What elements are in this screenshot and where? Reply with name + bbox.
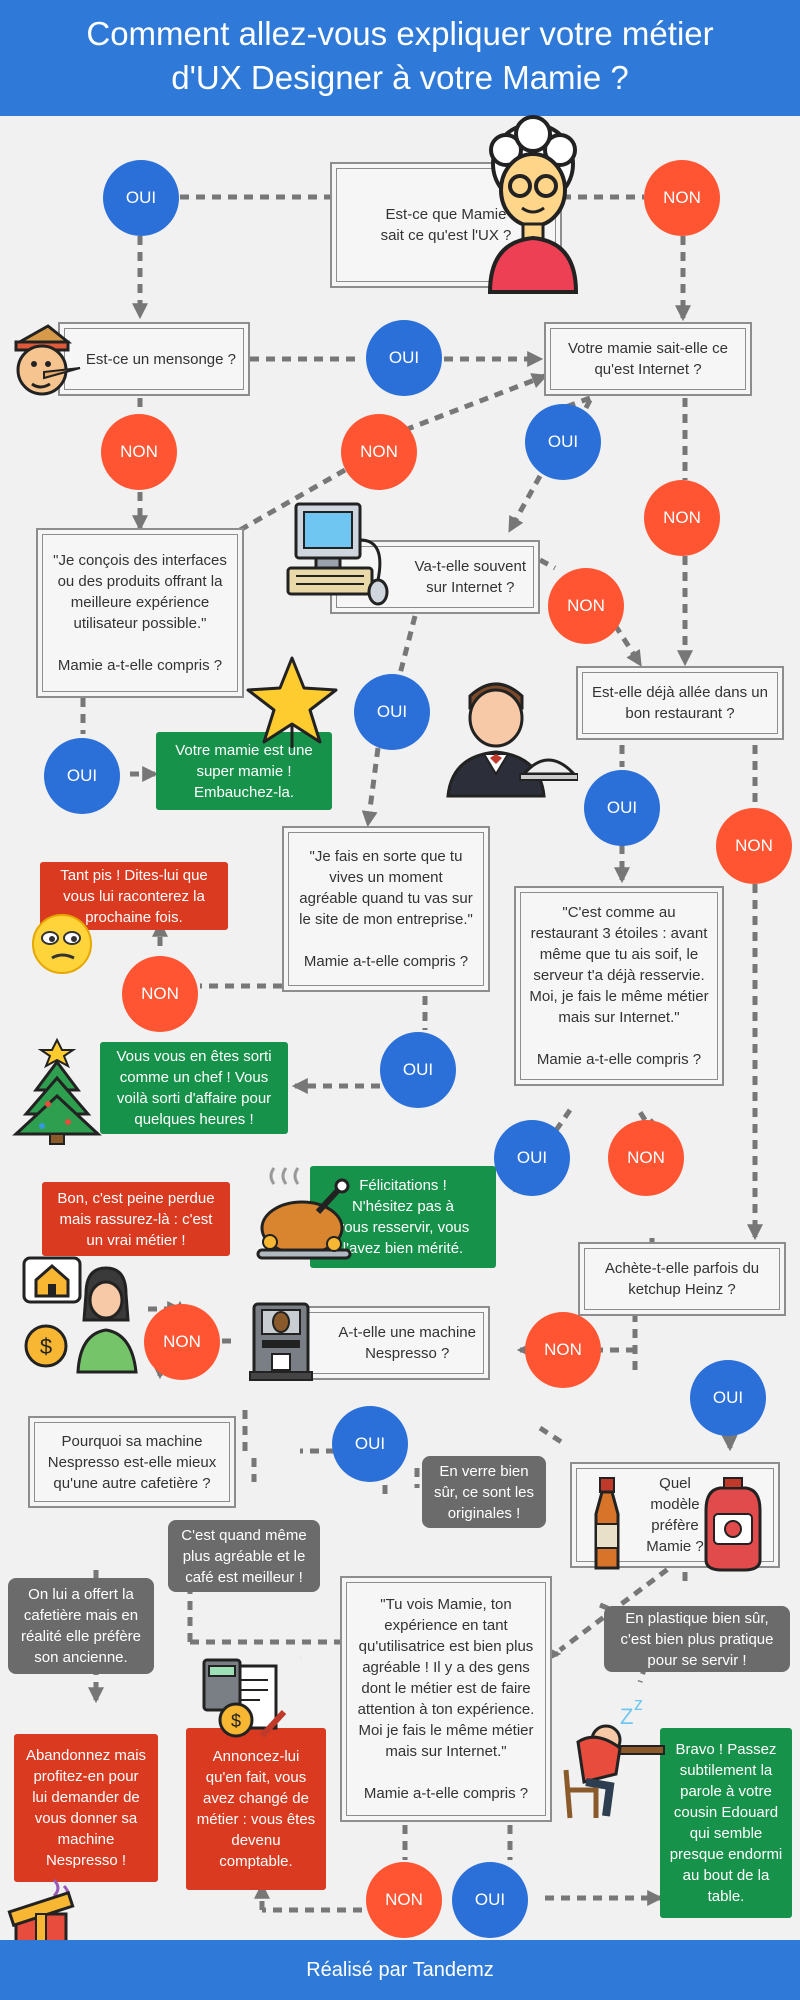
non-node: NON bbox=[122, 956, 198, 1032]
non-node: NON bbox=[644, 160, 720, 236]
outcome-peine-perdue: Bon, c'est peine perdue mais rassurez-là… bbox=[42, 1182, 230, 1256]
answer-offert: On lui a offert la cafetière mais en réa… bbox=[8, 1578, 154, 1674]
question-is-it-a-lie: Est-ce un mensonge ? bbox=[58, 322, 250, 396]
oui-node: OUI bbox=[690, 1360, 766, 1436]
question-good-restaurant: Est-elle déjà allée dans un bon restaura… bbox=[576, 666, 784, 740]
outcome-chef: Vous vous en êtes sorti comme un chef ! … bbox=[100, 1042, 288, 1134]
non-node: NON bbox=[525, 1312, 601, 1388]
non-node: NON bbox=[644, 480, 720, 556]
svg-text:$: $ bbox=[40, 1334, 52, 1359]
outcome-comptable: Annoncez-lui qu'en fait, vous avez chang… bbox=[186, 1728, 326, 1890]
pinocchio-icon bbox=[14, 324, 81, 396]
computer-icon bbox=[286, 502, 389, 606]
oui-node: OUI bbox=[332, 1406, 408, 1482]
oui-node: OUI bbox=[366, 320, 442, 396]
question-ux-explanation-1: "Je conçois des interfaces ou des produi… bbox=[36, 528, 244, 698]
oui-node: OUI bbox=[494, 1120, 570, 1196]
svg-text:z: z bbox=[634, 1694, 643, 1714]
oui-node: OUI bbox=[103, 160, 179, 236]
oui-node: OUI bbox=[525, 404, 601, 480]
confused-emoji-icon bbox=[32, 914, 92, 974]
star-icon bbox=[246, 656, 338, 748]
oui-node: OUI bbox=[44, 738, 120, 814]
answer-plastique: En plastique bien sûr, c'est bien plus p… bbox=[604, 1606, 790, 1672]
accountant-icon: $ bbox=[202, 1658, 287, 1739]
footer-credit: Réalisé par Tandemz bbox=[306, 1959, 494, 1981]
page-header: Comment allez-vous expliquer votre métie… bbox=[0, 0, 800, 116]
svg-text:Z: Z bbox=[620, 1704, 633, 1729]
oui-node: OUI bbox=[354, 674, 430, 750]
oui-node: OUI bbox=[380, 1032, 456, 1108]
non-node: NON bbox=[144, 1304, 220, 1380]
page-title-line-1: Comment allez-vous expliquer votre métie… bbox=[86, 15, 714, 52]
question-buys-heinz: Achète-t-elle parfois du ketchup Heinz ? bbox=[578, 1242, 786, 1316]
oui-node: OUI bbox=[584, 770, 660, 846]
question-has-nespresso: A-t-elle une machine Nespresso ? bbox=[282, 1306, 490, 1380]
christmas-tree-icon bbox=[12, 1037, 102, 1145]
question-ux-explanation-2: "Je fais en sorte que tu vives un moment… bbox=[282, 826, 490, 992]
grandma-icon bbox=[487, 115, 579, 294]
question-why-nespresso: Pourquoi sa machine Nespresso est-elle m… bbox=[28, 1416, 236, 1508]
coffee-machine-icon bbox=[249, 1302, 313, 1381]
outcome-abandonnez: Abandonnez mais profitez-en pour lui dem… bbox=[14, 1734, 158, 1882]
non-node: NON bbox=[548, 568, 624, 644]
question-ux-explanation-4: "Tu vois Mamie, ton expérience en tant q… bbox=[340, 1576, 552, 1822]
answer-verre: En verre bien sûr, ce sont les originale… bbox=[422, 1456, 546, 1528]
roast-chicken-icon bbox=[256, 1167, 352, 1260]
non-node: NON bbox=[608, 1120, 684, 1196]
question-ux-explanation-3: "C'est comme au restaurant 3 étoiles : a… bbox=[514, 886, 724, 1086]
answer-agreable: C'est quand même plus agréable et le caf… bbox=[168, 1520, 320, 1592]
question-knows-internet: Votre mamie sait-elle ce qu'est Internet… bbox=[544, 322, 752, 396]
sleeping-man-icon: z Z bbox=[563, 1694, 665, 1819]
page-title-line-2: d'UX Designer à votre Mamie ? bbox=[171, 59, 629, 96]
waiter-icon bbox=[446, 682, 578, 798]
outcome-super-mamie: Votre mamie est une super mamie ! Embauc… bbox=[156, 732, 332, 810]
non-node: NON bbox=[101, 414, 177, 490]
home-worker-icon: $ bbox=[22, 1256, 138, 1374]
svg-text:$: $ bbox=[231, 1711, 241, 1731]
oui-node: OUI bbox=[452, 1862, 528, 1938]
non-node: NON bbox=[366, 1862, 442, 1938]
non-node: NON bbox=[341, 414, 417, 490]
non-node: NON bbox=[716, 808, 792, 884]
ketchup-bottles-icon bbox=[594, 1477, 762, 1572]
page-footer: Réalisé par Tandemz bbox=[0, 1940, 800, 2000]
outcome-bravo: Bravo ! Passez subtilement la parole à v… bbox=[660, 1728, 792, 1918]
